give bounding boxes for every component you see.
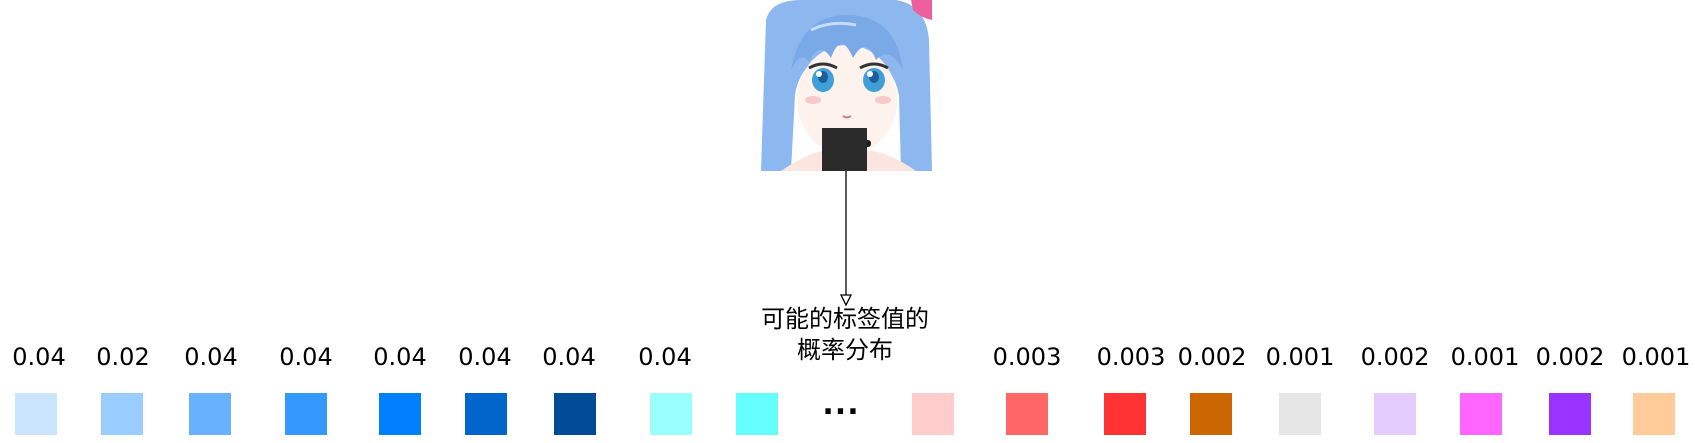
arrow [839,171,853,307]
prob-label: 0.04 [542,343,596,371]
color-swatch [1460,393,1502,435]
ellipsis: ... [822,387,860,422]
prob-label: 0.002 [1177,343,1247,371]
color-swatch [736,393,778,435]
prob-label: 0.04 [373,343,427,371]
color-swatch [379,393,421,435]
caption-line-1: 可能的标签值的 [761,305,929,333]
prob-label: 0.002 [1535,343,1605,371]
prob-label: 0.001 [1621,343,1691,371]
prob-label: 0.001 [1450,343,1520,371]
color-swatch [465,393,507,435]
prob-label: 0.003 [992,343,1062,371]
caption-line-2: 概率分布 [797,336,893,364]
prob-label: 0.002 [1360,343,1430,371]
caption: 可能的标签值的 概率分布 [720,304,970,366]
color-swatch [15,393,57,435]
prob-label: 0.04 [638,343,692,371]
color-swatch [1633,393,1675,435]
color-swatch [554,393,596,435]
color-swatch [1374,393,1416,435]
color-swatch [1279,393,1321,435]
color-swatch [1190,393,1232,435]
color-swatch [1549,393,1591,435]
color-swatch [912,393,954,435]
color-swatch [101,393,143,435]
prob-label: 0.001 [1265,343,1335,371]
color-swatch [1006,393,1048,435]
prob-label: 0.02 [96,343,150,371]
color-swatch [285,393,327,435]
color-swatch [1104,393,1146,435]
prob-label: 0.04 [279,343,333,371]
selected-patch [822,128,867,171]
prob-label: 0.04 [12,343,66,371]
prob-label: 0.04 [458,343,512,371]
color-swatch [189,393,231,435]
prob-label: 0.04 [184,343,238,371]
prob-label: 0.003 [1096,343,1166,371]
color-swatch [650,393,692,435]
